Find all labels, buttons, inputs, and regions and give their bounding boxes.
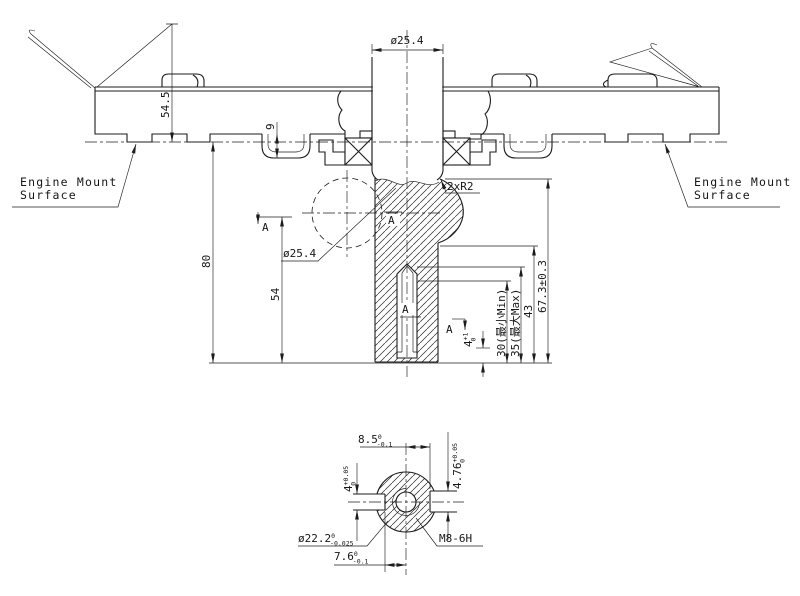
engine-mount-label-line2: Surface (20, 188, 77, 202)
dimension-7-6: 7.60-0.1 (334, 512, 406, 572)
section-marker-shaft: A (400, 303, 421, 318)
dim-67-3: 67.3±0.3 (536, 260, 549, 313)
dim-body-height: 54.5 (159, 92, 172, 119)
dimension-key-depth-4: 4+10 (462, 331, 490, 377)
dimension-35-max: 35(最大Max) (417, 266, 525, 363)
dimension-67-3: 67.3±0.3 (445, 178, 552, 363)
section-label-a: A (388, 214, 395, 227)
left-bearing-step (318, 139, 346, 166)
section-label-a: A (402, 303, 409, 316)
dimension-30-min: 30(最小Min) (418, 280, 511, 363)
crank-circle (302, 170, 441, 257)
right-keyway (429, 490, 457, 513)
dim-4: 4+0.050 (342, 466, 358, 492)
engine-mount-label-line2: Surface (694, 188, 751, 202)
left-bearing (344, 137, 373, 166)
left-crankcase-boss (337, 90, 373, 139)
thread-callout: M8-6H (415, 517, 483, 547)
dim-key-4: 4+10 (462, 332, 478, 347)
right-starter-handle (608, 43, 703, 88)
section-marker-right: A (446, 318, 467, 336)
dim-22-2: ø22.20-0.025 (298, 532, 354, 548)
dim-crank-circle-diameter: ø25.4 (283, 247, 316, 260)
thread-label: M8-6H (439, 532, 472, 545)
fillet-label: 2xR2 (447, 180, 474, 193)
diameter-22-2-callout: ø22.20-0.025 (298, 520, 389, 548)
main-section-view: ø25.4 54.5 9 80 54 ø25.4 2xR (12, 23, 791, 377)
right-bearing (442, 137, 471, 166)
dimension-80: 80 (200, 142, 215, 363)
dimension-top-shaft-diameter: ø25.4 (371, 34, 444, 54)
engine-body-outline (94, 87, 720, 143)
upper-shaft (371, 57, 444, 181)
section-marker-center: A (384, 211, 402, 227)
dim-43: 43 (522, 305, 535, 318)
right-bearing-tab (442, 130, 456, 139)
section-label-a: A (262, 221, 269, 234)
engine-mount-label-line1: Engine Mount (20, 175, 117, 189)
engine-mount-callout-right: Engine Mount Surface (664, 143, 791, 208)
dimension-8-5: 8.50-0.1 (358, 433, 431, 489)
dimension-4: 4+0.050 (342, 463, 359, 541)
dimension-54: 54 (256, 216, 292, 363)
engine-mount-label-line1: Engine Mount (694, 175, 791, 189)
right-bearing-step (469, 139, 497, 166)
section-a-a-view: 8.50-0.1 4+0.050 4.76+0.050 7.60-0.1 (298, 432, 483, 575)
left-seal-cup (261, 134, 311, 159)
dim-4-76: 4.76+0.050 (451, 443, 467, 489)
section-label-a: A (446, 323, 453, 336)
right-crankcase-boss (442, 90, 491, 140)
dimension-crank-circle-diameter: ø25.4 (281, 187, 397, 262)
dimension-4-76: 4.76+0.050 (446, 432, 467, 540)
dim-7-6: 7.60-0.1 (334, 550, 369, 566)
engine-mount-callout-left: Engine Mount Surface (12, 143, 137, 208)
fillet-callout: 2xR2 (440, 179, 480, 194)
dim-30-min: 30(最小Min) (495, 289, 508, 357)
dim-offset-9: 9 (264, 123, 277, 130)
plate-tabs (161, 73, 658, 88)
dim-top-shaft-diameter: ø25.4 (390, 34, 423, 47)
dim-35-max: 35(最大Max) (508, 289, 522, 357)
left-starter-handle (27, 29, 96, 89)
right-seal-cup (503, 134, 553, 159)
dim-8-5: 8.50-0.1 (358, 433, 393, 449)
left-bearing-tab (359, 130, 373, 139)
dim-54: 54 (269, 287, 282, 301)
dimension-43: 43 (440, 245, 538, 363)
section-marker-left: A (256, 212, 269, 234)
dimension-offset-9: 9 (264, 122, 279, 158)
dim-80: 80 (200, 255, 213, 268)
dimension-body-height: 54.5 (96, 23, 178, 142)
